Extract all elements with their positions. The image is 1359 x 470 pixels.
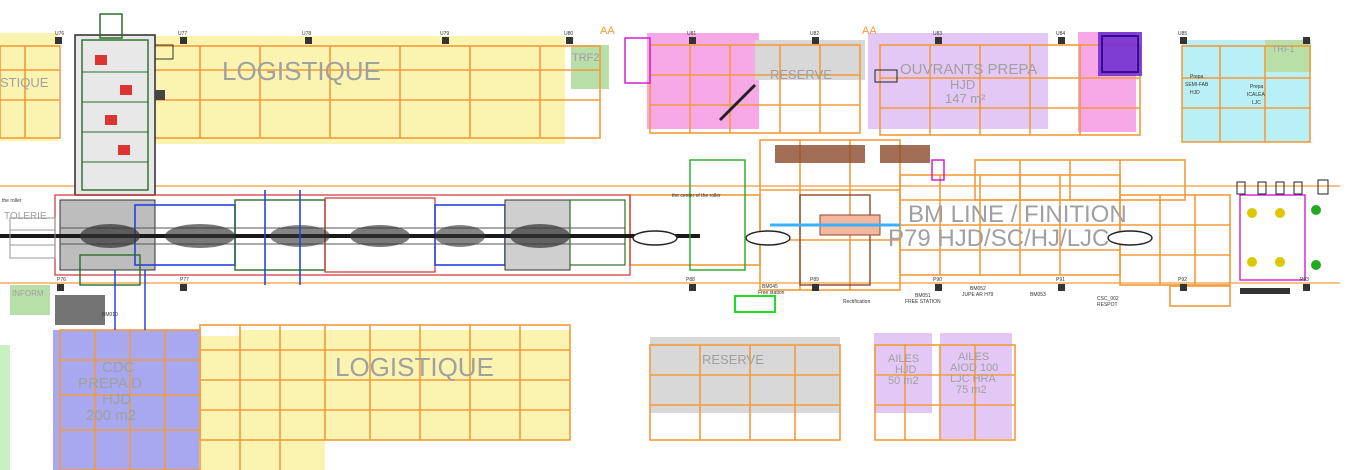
label-cdc-4: 200 m2 bbox=[86, 407, 136, 424]
col-u85: U85 bbox=[1178, 31, 1187, 37]
annot-respot: RESPOT bbox=[1097, 302, 1118, 308]
label-ailes-1: AILES bbox=[888, 353, 919, 365]
label-prepa-semi-3: HJD bbox=[1190, 90, 1200, 96]
col-u76: U76 bbox=[55, 31, 64, 37]
zone-fills bbox=[0, 32, 1311, 470]
label-prepa-ical-3: LJC bbox=[1252, 100, 1261, 106]
logistique-left-zone bbox=[0, 33, 58, 141]
label-prepa-ical-2: ICALEA bbox=[1247, 92, 1265, 98]
green-strip-left bbox=[0, 345, 10, 470]
col-u83: U83 bbox=[933, 31, 942, 37]
label-cdc-1: CDC bbox=[102, 359, 135, 376]
label-ouvrants-2: HJD bbox=[950, 77, 975, 92]
row-p76: P76 bbox=[57, 277, 66, 283]
grid-labels: U76 U77 U78 U79 U80 U81 U82 U83 U84 U85 … bbox=[55, 25, 1309, 283]
label-inform: INFORM bbox=[12, 289, 44, 298]
label-ouvrants-3: 147 m² bbox=[945, 91, 986, 106]
label-ailes-2: HJD bbox=[895, 364, 916, 376]
row-p93: P93 bbox=[1300, 277, 1309, 283]
row-p92: P92 bbox=[1178, 277, 1187, 283]
label-ailes-3: 50 m2 bbox=[888, 375, 919, 387]
column-markers bbox=[55, 37, 1310, 291]
label-prepa-ical-1: Prepa bbox=[1250, 84, 1264, 90]
row-p91: P91 bbox=[1056, 277, 1065, 283]
label-logistique-top-left: STIQUE bbox=[0, 75, 49, 90]
annot-bm045: BM045 bbox=[762, 284, 778, 290]
label-reserve-top: RESERVE bbox=[770, 67, 832, 82]
row-p90: P90 bbox=[933, 277, 942, 283]
label-ailes2-4: 75 m2 bbox=[956, 384, 987, 396]
col-u78: U78 bbox=[302, 31, 311, 37]
orange-grid bbox=[0, 44, 1340, 470]
col-u77: U77 bbox=[178, 31, 187, 37]
row-p88: P88 bbox=[686, 277, 695, 283]
annot-bm052: BM052 bbox=[970, 286, 986, 292]
label-ailes2-2: AIOD 100 bbox=[950, 362, 998, 374]
col-u80: U80 bbox=[564, 31, 573, 37]
annot-roller-left: the roller bbox=[2, 198, 22, 204]
ouvrants-zone bbox=[868, 33, 1048, 129]
annot-bm010: BM010 bbox=[102, 312, 118, 318]
main-conveyor-line bbox=[0, 32, 1329, 330]
label-bm-line-1: BM LINE / FINITION bbox=[908, 201, 1127, 228]
ailes-zone bbox=[874, 333, 932, 413]
label-bm-line-2: P79 HJD/SC/HJ/LJC bbox=[888, 225, 1109, 252]
zone-labels: STIQUE LOGISTIQUE TRF2 RESERVE OUVRANTS … bbox=[0, 44, 1295, 424]
annot-roller-center: the center of the roller bbox=[672, 193, 721, 199]
annot-bm051: BM051 bbox=[915, 293, 931, 299]
logistique-top-zone bbox=[150, 36, 565, 144]
col-u84: U84 bbox=[1056, 31, 1065, 37]
label-prepa-semi-1: Prepa bbox=[1190, 74, 1204, 80]
row-p77: P77 bbox=[180, 277, 189, 283]
ailes2-zone bbox=[940, 333, 1012, 439]
label-cdc-3: HJD bbox=[102, 391, 131, 408]
annot-bm053: BM053 bbox=[1030, 292, 1046, 298]
label-trf1: TRF1 bbox=[1272, 44, 1295, 54]
col-u82: U82 bbox=[810, 31, 819, 37]
label-ailes2-3: LJC HRA bbox=[950, 373, 997, 385]
label-prepa-semi-2: SEMI-FAB bbox=[1185, 82, 1209, 88]
label-logistique-bottom: LOGISTIQUE bbox=[335, 352, 494, 382]
label-cdc-2: PREPA D bbox=[78, 375, 142, 392]
reserve-top-zone-2 bbox=[755, 40, 865, 80]
label-tolerie: TOLERIE bbox=[4, 211, 47, 222]
label-ouvrants-1: OUVRANTS PREPA bbox=[900, 61, 1037, 78]
lift-tower bbox=[55, 13, 174, 325]
annot-freestation2: Free station bbox=[758, 290, 785, 296]
annot-rectification: Rectification bbox=[843, 299, 870, 305]
inform-zone bbox=[10, 285, 50, 315]
label-logistique-top: LOGISTIQUE bbox=[222, 56, 381, 86]
label-trf2: TRF2 bbox=[572, 52, 600, 64]
aa-marker-left: AA bbox=[600, 25, 615, 37]
cdc-prepa-zone bbox=[53, 330, 199, 470]
logistique-bottom-zone-2 bbox=[200, 336, 325, 470]
label-reserve-bottom: RESERVE bbox=[702, 352, 764, 367]
annotations: the roller the center of the roller BM01… bbox=[2, 193, 1119, 318]
row-p89: P89 bbox=[810, 277, 819, 283]
reserve-top-zone bbox=[647, 33, 759, 129]
trf2-zone bbox=[571, 45, 609, 89]
col-u81: U81 bbox=[687, 31, 696, 37]
col-u79: U79 bbox=[440, 31, 449, 37]
label-ailes2-1: AILES bbox=[958, 351, 989, 363]
annot-jupe: JUPE AR H79 bbox=[962, 292, 994, 298]
aa-marker-right: AA bbox=[862, 25, 877, 37]
annot-csc: CSC_002 bbox=[1097, 296, 1119, 302]
annot-free-station: FREE STATION bbox=[905, 299, 941, 305]
